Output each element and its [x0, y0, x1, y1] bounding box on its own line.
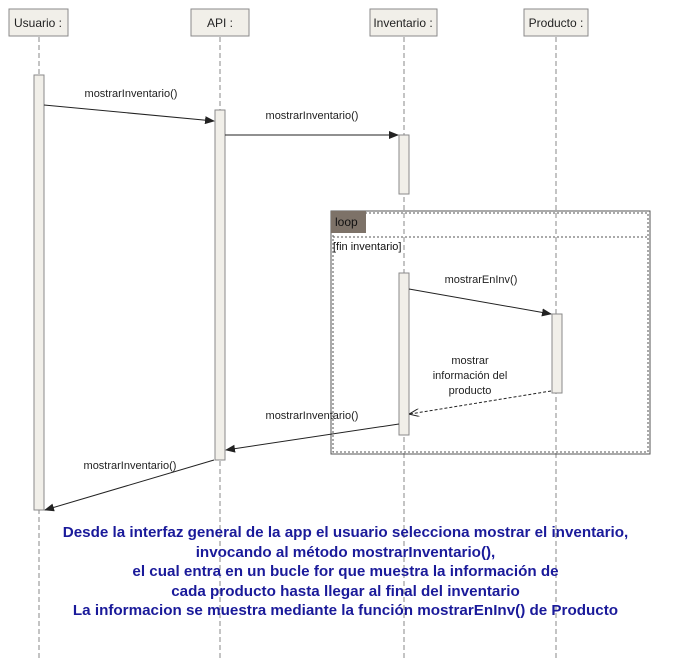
description-line-1: Desde la interfaz general de la app el u… [62, 524, 629, 541]
participant-inventario: Inventario : [369, 8, 438, 37]
participant-usuario-label: Usuario : [14, 16, 62, 30]
description-line-4: cada producto hasta llegar al final del … [171, 582, 520, 600]
loop-fragment: loop [fin inventario] [330, 210, 651, 455]
return-producto-to-inventario: mostrar información del producto [410, 355, 552, 414]
participant-api-label: API : [207, 16, 233, 30]
description-line-3: el cual entra en un bucle for que muestr… [132, 563, 559, 580]
description-line-2: invocando al método mostrarInventario(), [195, 543, 496, 561]
loop-guard-label: [fin inventario] [333, 241, 401, 253]
loop-operator-tab [331, 211, 366, 233]
participant-api: API : [190, 8, 250, 37]
message-label: mostrarInventario() [85, 88, 178, 100]
loop-operator-label: loop [335, 215, 358, 229]
description-line-5: La informacion se muestra mediante la fu… [72, 602, 619, 619]
activation-inventario-1 [398, 134, 410, 195]
diagram-description: Desde la interfaz general de la app el u… [10, 523, 681, 621]
message-api-to-inventario: mostrarInventario() [225, 110, 399, 139]
return-label-line-2: información del [433, 370, 508, 382]
message-label: mostrarInventario() [84, 460, 177, 472]
message-api-to-usuario: mostrarInventario() [44, 459, 215, 512]
participant-inventario-label: Inventario : [373, 16, 432, 30]
message-inventario-to-producto: mostrarEnInv() [408, 274, 552, 317]
message-label: mostrarInventario() [266, 110, 359, 122]
return-label-line-3: producto [449, 385, 492, 397]
activation-producto [551, 313, 563, 394]
return-label-line-1: mostrar [451, 355, 489, 367]
participant-usuario: Usuario : [8, 8, 69, 37]
participant-producto: Producto : [523, 8, 589, 37]
activation-inventario-2 [398, 272, 410, 436]
activation-api [214, 109, 226, 461]
message-label: mostrarEnInv() [445, 274, 518, 286]
message-inventario-to-api: mostrarInventario() [225, 410, 400, 453]
message-usuario-to-api: mostrarInventario() [43, 88, 215, 125]
activation-usuario [33, 74, 45, 511]
participant-producto-label: Producto : [529, 16, 584, 30]
message-label: mostrarInventario() [266, 410, 359, 422]
